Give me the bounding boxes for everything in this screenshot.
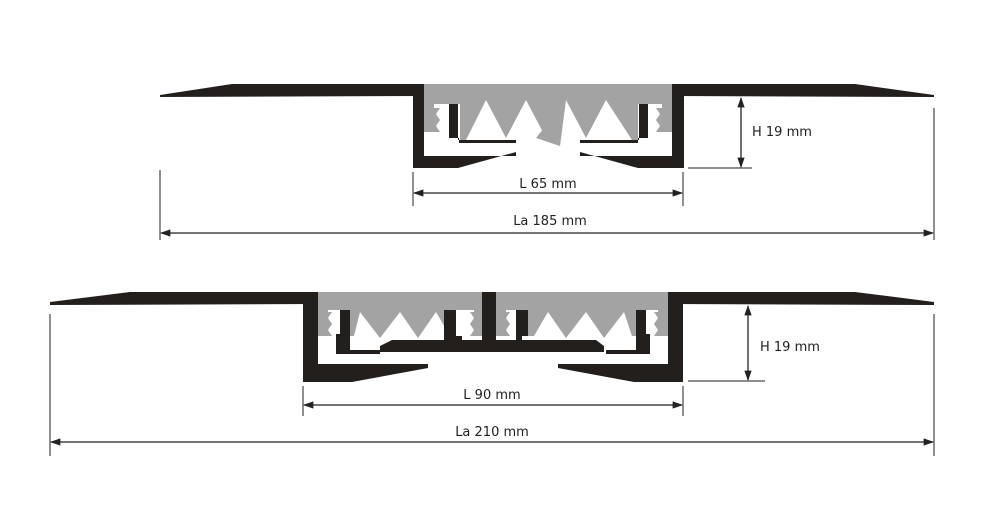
bottom-seal-right xyxy=(496,292,668,338)
bottom-right-inner xyxy=(606,310,650,354)
top-seal-teeth-left xyxy=(420,104,440,132)
bottom-height-label: H 19 mm xyxy=(760,340,820,355)
bottom-left-ramp xyxy=(50,292,318,305)
bottom-joint-width-label: L 90 mm xyxy=(463,388,520,403)
bottom-dimensions: H 19 mm L 90 mm La 210 mm xyxy=(49,304,935,456)
bottom-center-inner-right xyxy=(516,310,528,340)
bottom-center-inner-left xyxy=(444,310,462,340)
bottom-total-width-label: La 210 mm xyxy=(455,425,529,440)
top-total-width-label: La 185 mm xyxy=(513,214,587,229)
top-left-ramp xyxy=(160,84,424,97)
top-height-label: H 19 mm xyxy=(752,125,812,140)
bottom-profile xyxy=(50,292,934,382)
bottom-seal-left xyxy=(318,292,482,338)
top-joint-width-label: L 65 mm xyxy=(519,177,576,192)
top-profile xyxy=(160,84,934,168)
top-seal-bellows xyxy=(424,84,672,140)
top-left-body xyxy=(413,96,516,168)
bottom-right-ramp xyxy=(668,292,934,305)
top-seal-teeth-right xyxy=(656,104,676,132)
bottom-left-body xyxy=(303,304,428,382)
top-seal-center xyxy=(536,100,566,146)
bottom-right-body xyxy=(558,304,683,382)
bottom-left-inner xyxy=(336,310,380,354)
top-dimensions: H 19 mm L 65 mm La 185 mm xyxy=(159,96,935,240)
top-right-body xyxy=(580,96,684,168)
bottom-center-carrier xyxy=(380,292,604,352)
top-right-ramp xyxy=(672,84,934,97)
